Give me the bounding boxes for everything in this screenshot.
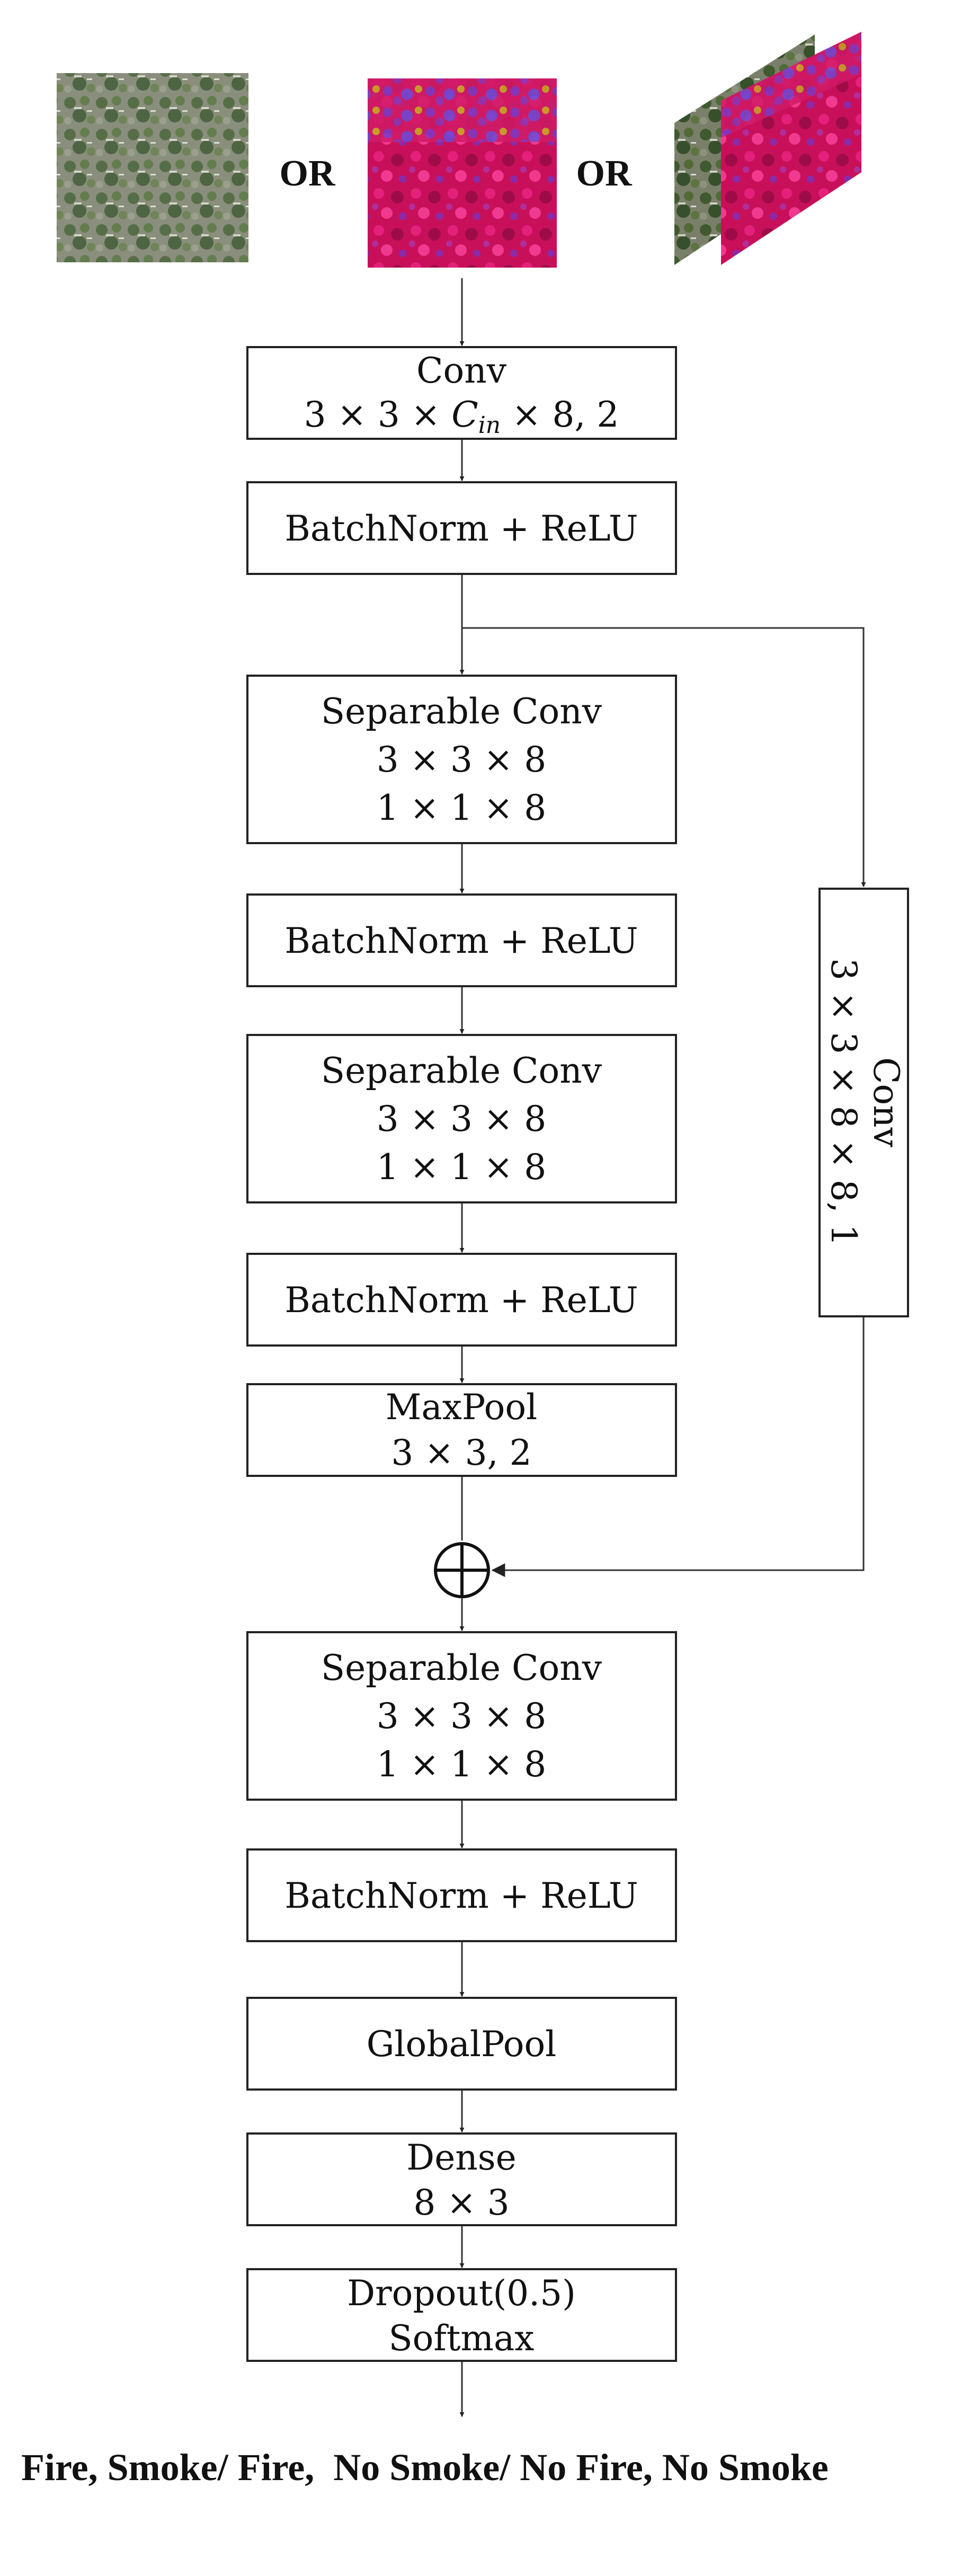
conv-layer-title: Conv [416,350,507,391]
conv-layer-box: Conv 3 × 3 × Cin × 8, 2 [246,346,677,440]
dense-title: Dense [406,2137,516,2178]
or-label-2: OR [576,153,633,194]
globalpool-label: GlobalPool [367,2024,557,2065]
skip-conv-box: Conv 3 × 3 × 8 × 8, 1 [818,888,909,1317]
separable-conv-kernel-3: 3 × 3 × 8 [377,1696,547,1737]
dense-params: 8 × 3 [413,2182,509,2223]
skip-conv-params: 3 × 3 × 8 × 8, 1 [823,958,864,1246]
or-label-1: OR [280,153,336,194]
maxpool-params: 3 × 3, 2 [391,1432,531,1473]
stacked-input-images [674,32,861,265]
fire-input-image [368,78,557,268]
batchnorm-relu-label-2: BatchNorm + ReLU [284,920,638,961]
rgb-input-image [57,73,248,262]
skip-return-arrow [491,1317,865,1577]
batchnorm-relu-box-4: BatchNorm + ReLU [246,1848,677,1942]
separable-conv-box-2: Separable Conv 3 × 3 × 8 1 × 1 × 8 [246,1034,677,1203]
batchnorm-relu-box-3: BatchNorm + ReLU [246,1253,677,1347]
dense-box: Dense 8 × 3 [246,2132,677,2226]
skip-conv-title: Conv [866,1057,906,1148]
softmax-label: Softmax [388,2318,534,2359]
separable-conv-pointwise-2: 1 × 1 × 8 [377,1147,547,1188]
separable-conv-kernel-2: 3 × 3 × 8 [377,1099,547,1139]
maxpool-title: MaxPool [386,1387,537,1428]
elementwise-add-icon [434,1542,490,1598]
separable-conv-title-3: Separable Conv [321,1648,602,1688]
batchnorm-relu-label-3: BatchNorm + ReLU [284,1280,638,1321]
separable-conv-box-1: Separable Conv 3 × 3 × 8 1 × 1 × 8 [246,675,677,844]
batchnorm-relu-label-1: BatchNorm + ReLU [284,508,638,549]
separable-conv-pointwise-3: 1 × 1 × 8 [377,1744,547,1785]
batchnorm-relu-box-2: BatchNorm + ReLU [246,893,677,987]
batchnorm-relu-box-1: BatchNorm + ReLU [246,481,677,575]
separable-conv-title-2: Separable Conv [321,1050,602,1091]
maxpool-box: MaxPool 3 × 3, 2 [246,1383,677,1477]
globalpool-box: GlobalPool [246,1997,677,2091]
dropout-softmax-box: Dropout(0.5) Softmax [246,2268,677,2362]
conv-layer-params: 3 × 3 × Cin × 8, 2 [304,394,619,439]
dropout-label: Dropout(0.5) [347,2273,576,2314]
batchnorm-relu-label-4: BatchNorm + ReLU [284,1875,638,1916]
separable-conv-kernel-1: 3 × 3 × 8 [377,739,547,780]
separable-conv-box-3: Separable Conv 3 × 3 × 8 1 × 1 × 8 [246,1631,677,1801]
skip-connection-arrow [462,627,866,887]
output-classes-label: Fire, Smoke/ Fire, No Smoke/ No Fire, No… [21,2446,829,2489]
separable-conv-pointwise-1: 1 × 1 × 8 [377,787,547,828]
separable-conv-title-1: Separable Conv [321,691,602,732]
